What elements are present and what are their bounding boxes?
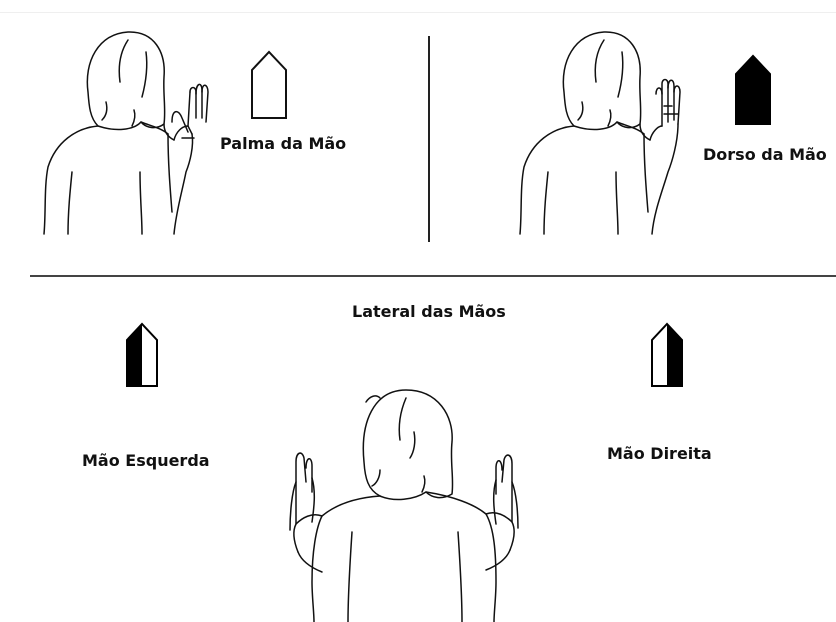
hand-right-half-filled-icon xyxy=(649,322,685,388)
figure-palm-person xyxy=(36,22,211,237)
hand-palm-outline-icon xyxy=(249,50,289,120)
vertical-divider xyxy=(428,36,430,242)
label-lateral-title: Lateral das Mãos xyxy=(352,302,506,321)
hand-left-half-filled-icon xyxy=(124,322,160,388)
label-back: Dorso da Mão xyxy=(703,145,827,164)
top-rule xyxy=(0,12,836,13)
hand-back-filled-icon xyxy=(733,54,773,126)
figure-back-person xyxy=(512,22,687,237)
label-left-hand: Mão Esquerda xyxy=(82,451,210,470)
label-palm: Palma da Mão xyxy=(220,134,347,153)
figure-lateral-person xyxy=(282,382,532,622)
label-right-hand: Mão Direita xyxy=(607,444,712,463)
horizontal-divider xyxy=(30,275,836,277)
